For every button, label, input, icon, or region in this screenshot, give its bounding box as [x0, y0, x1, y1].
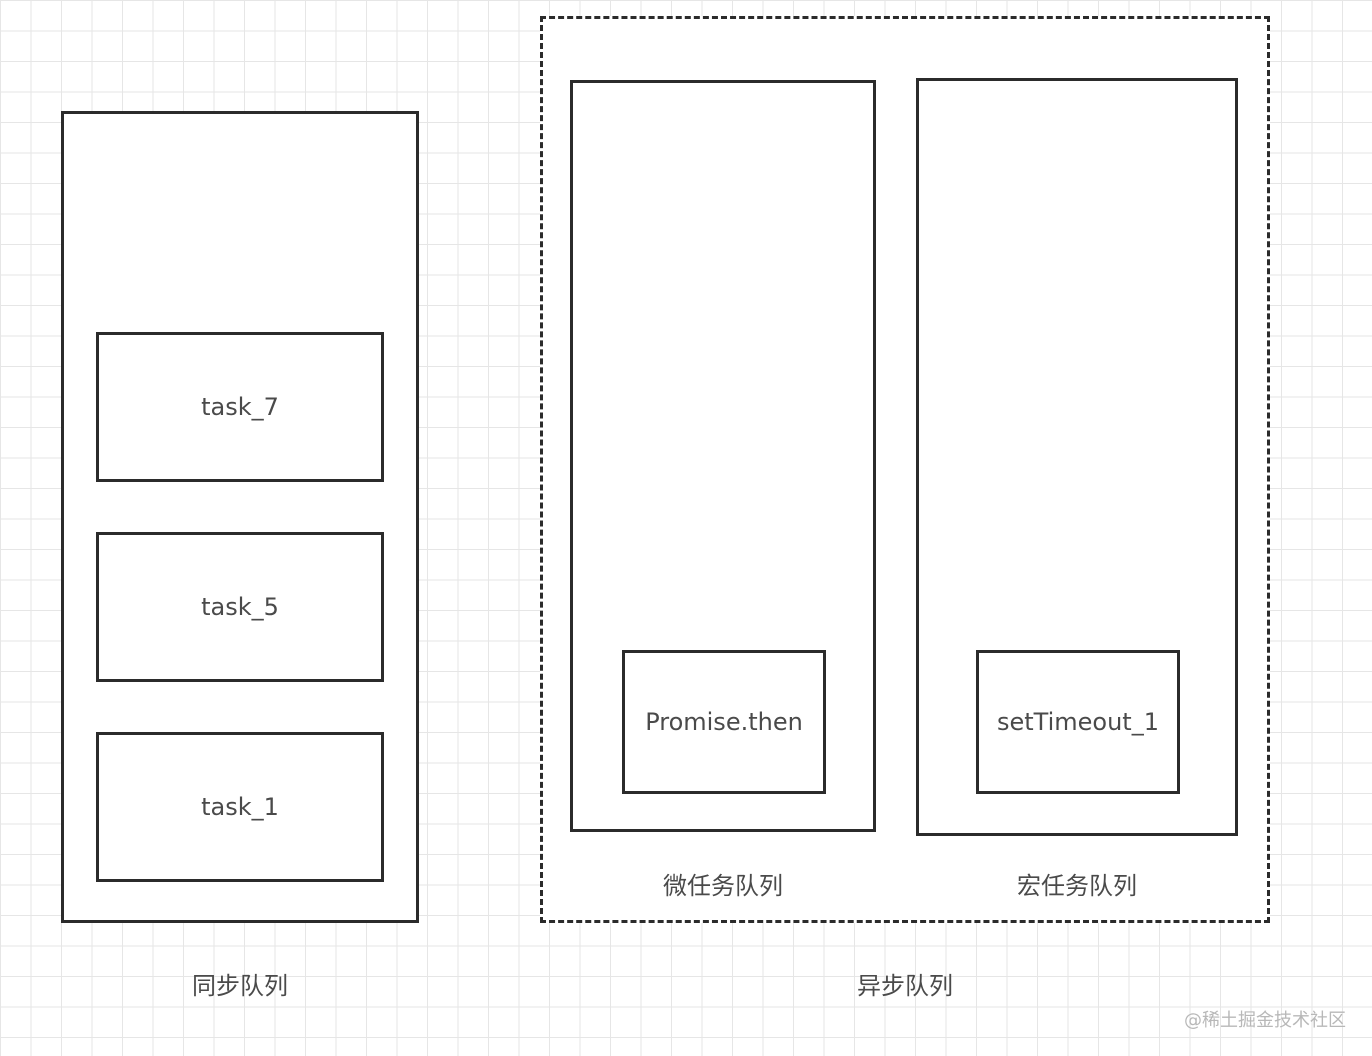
microtask-queue-label: 微任务队列: [663, 872, 783, 900]
sync-task-box-1: task_7: [96, 332, 384, 482]
watermark-text: @稀土掘金技术社区: [1184, 1010, 1346, 1031]
sync-task-label-2: task_5: [201, 593, 279, 621]
macrotask-queue-label: 宏任务队列: [1017, 872, 1137, 900]
async-queue-label: 异步队列: [857, 972, 953, 1000]
microtask-box: Promise.then: [622, 650, 826, 794]
sync-task-label-3: task_1: [201, 793, 279, 821]
sync-task-label-1: task_7: [201, 393, 279, 421]
sync-task-box-2: task_5: [96, 532, 384, 682]
macrotask-box: setTimeout_1: [976, 650, 1180, 794]
macrotask-label: setTimeout_1: [997, 708, 1159, 736]
microtask-label: Promise.then: [645, 708, 803, 736]
sync-queue-label: 同步队列: [192, 972, 288, 1000]
sync-task-box-3: task_1: [96, 732, 384, 882]
